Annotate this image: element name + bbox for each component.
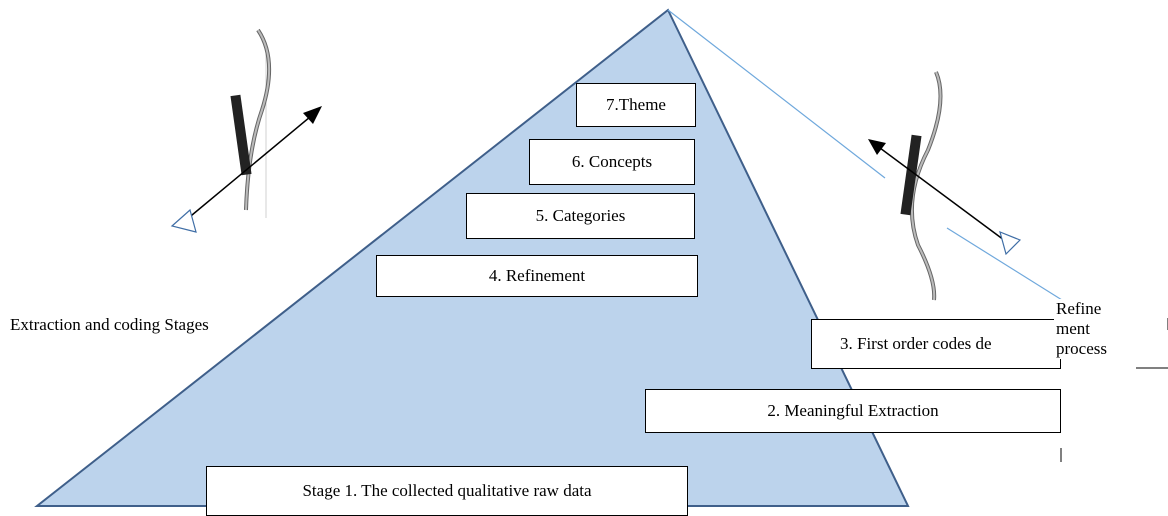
stage-2-label: 2. Meaningful Extraction [767, 401, 939, 420]
stage-1-box: Stage 1. The collected qualitative raw d… [206, 466, 688, 516]
guide-line-top [667, 9, 886, 179]
stage-4-box: 4. Refinement [376, 255, 698, 297]
refinement-note-line-1: Refine [1056, 299, 1102, 318]
stage-6-box: 6. Concepts [529, 139, 695, 185]
stage-3-box: 3. First order codes de [811, 319, 1061, 369]
stage-4-label: 4. Refinement [488, 266, 586, 285]
stage-5-box: 5. Categories [466, 193, 695, 239]
stage-2-box: 2. Meaningful Extraction [645, 389, 1061, 433]
stage-5-label: 5. Categories [535, 206, 626, 225]
refinement-note: Refine ment process [1054, 299, 1136, 359]
stage-7-label: 7.Theme [606, 95, 666, 114]
bow-and-arrow-icon [170, 28, 322, 233]
stage-3-label: 3. First order codes de [840, 334, 992, 353]
refinement-note-line-2: ment [1056, 319, 1090, 338]
stage-6-label: 6. Concepts [571, 152, 653, 171]
guide-line-bottom [946, 227, 1063, 301]
stage-1-label: Stage 1. The collected qualitative raw d… [302, 481, 592, 500]
stage-7-box: 7.Theme [576, 83, 696, 127]
side-label: Extraction and coding Stages [10, 315, 209, 334]
bow-and-arrow-icon [868, 71, 1022, 301]
refinement-note-line-3: process [1056, 339, 1107, 358]
